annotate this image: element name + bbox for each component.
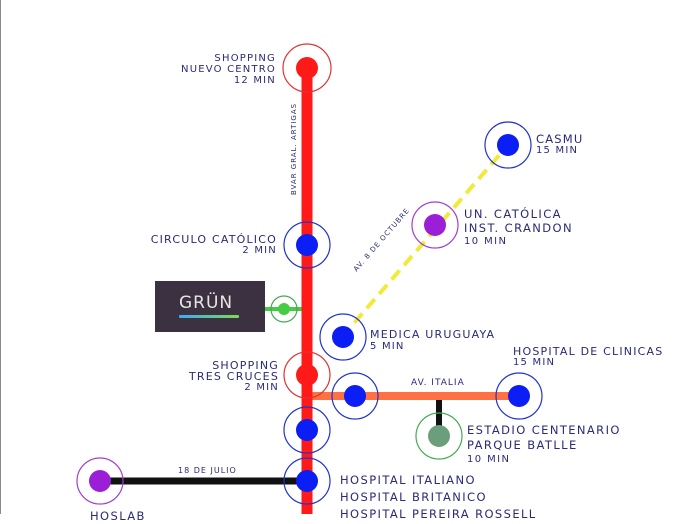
label-line: Medica Uruguaya bbox=[370, 328, 496, 341]
label-line: 2 min bbox=[244, 382, 279, 393]
stop-shopping-nuevo-centro[interactable] bbox=[282, 43, 332, 93]
stop-circulo-catolico[interactable] bbox=[283, 221, 331, 269]
street-label-av-italia: Av. Italia bbox=[411, 378, 465, 388]
label-line: 10 min bbox=[464, 236, 508, 247]
left-border bbox=[0, 0, 1, 514]
label-line: Shopping bbox=[214, 53, 276, 64]
label-line: Hospital Italiano bbox=[340, 473, 476, 487]
stop-casmu[interactable] bbox=[484, 121, 532, 169]
stop-un-catolica[interactable] bbox=[411, 201, 459, 249]
stop-medica-uruguaya[interactable] bbox=[319, 313, 367, 361]
stop-shopping-tres-cruces[interactable] bbox=[283, 351, 331, 399]
grun-logo-text: GRÜN bbox=[179, 293, 234, 313]
label-line: Estadio Centenario bbox=[467, 423, 621, 437]
label-line: Nuevo centro bbox=[181, 64, 276, 75]
label-line: CASMU bbox=[536, 132, 584, 146]
stop-estadio-centenario[interactable] bbox=[415, 412, 463, 460]
stop-hospital-clinicas[interactable] bbox=[495, 372, 543, 420]
label-un-catolica: Un. Católica Inst. Crandon 10 min bbox=[464, 207, 573, 249]
stop-av-italia-junction[interactable] bbox=[331, 372, 379, 420]
label-line: 15 min bbox=[513, 357, 556, 368]
street-label-artigas: Bvar Gral. Artigas bbox=[290, 102, 298, 195]
label-line: Circulo Católico bbox=[150, 233, 277, 246]
stop-unnamed-blue[interactable] bbox=[283, 406, 331, 454]
label-circulo-catolico: Circulo Católico 2 min bbox=[120, 234, 277, 256]
label-line: 10 min bbox=[467, 454, 511, 465]
label-line: Tres Cruces bbox=[189, 370, 279, 383]
label-shopping-tres-cruces: Shopping Tres Cruces 2 min bbox=[140, 360, 279, 393]
label-shopping-nuevo-centro: Shopping Nuevo centro 12 min bbox=[140, 53, 276, 86]
stop-hoslab[interactable] bbox=[76, 457, 124, 505]
label-hospitales: Hospital Italiano Hospital Britanico Hos… bbox=[340, 472, 537, 523]
label-line: 5 min bbox=[370, 341, 405, 352]
stop-hospitales[interactable] bbox=[283, 457, 331, 505]
label-estadio: Estadio Centenario Parque Batlle 10 min bbox=[467, 423, 621, 467]
grun-logo-underline bbox=[179, 315, 239, 318]
label-line: Un. Católica bbox=[464, 207, 562, 221]
street-label-18-de-julio: 18 de Julio bbox=[178, 466, 237, 475]
stop-grun[interactable] bbox=[270, 295, 298, 323]
label-hospital-clinicas: Hospital de Clinicas 15 min bbox=[513, 346, 663, 368]
label-line: Shopping bbox=[212, 359, 279, 372]
label-line: Hospital Pereira Rossell bbox=[340, 507, 537, 521]
label-line: 2 min bbox=[242, 245, 277, 256]
label-line: Parque Batlle bbox=[467, 438, 578, 452]
label-line: Hospital de Clinicas bbox=[513, 345, 664, 358]
label-line: 15 min bbox=[536, 145, 579, 156]
label-line: 12 min bbox=[233, 75, 276, 86]
label-line: Hospital Britanico bbox=[340, 490, 487, 504]
label-casmu: CASMU 15 min bbox=[536, 132, 584, 156]
label-medica-uruguaya: Medica Uruguaya 5 min bbox=[370, 328, 495, 352]
grun-logo-box[interactable]: GRÜN bbox=[155, 281, 265, 332]
line-8-de-octubre bbox=[340, 143, 510, 339]
label-line: Inst. Crandon bbox=[464, 221, 573, 235]
label-hoslab-partial: Hoslab bbox=[90, 509, 146, 523]
